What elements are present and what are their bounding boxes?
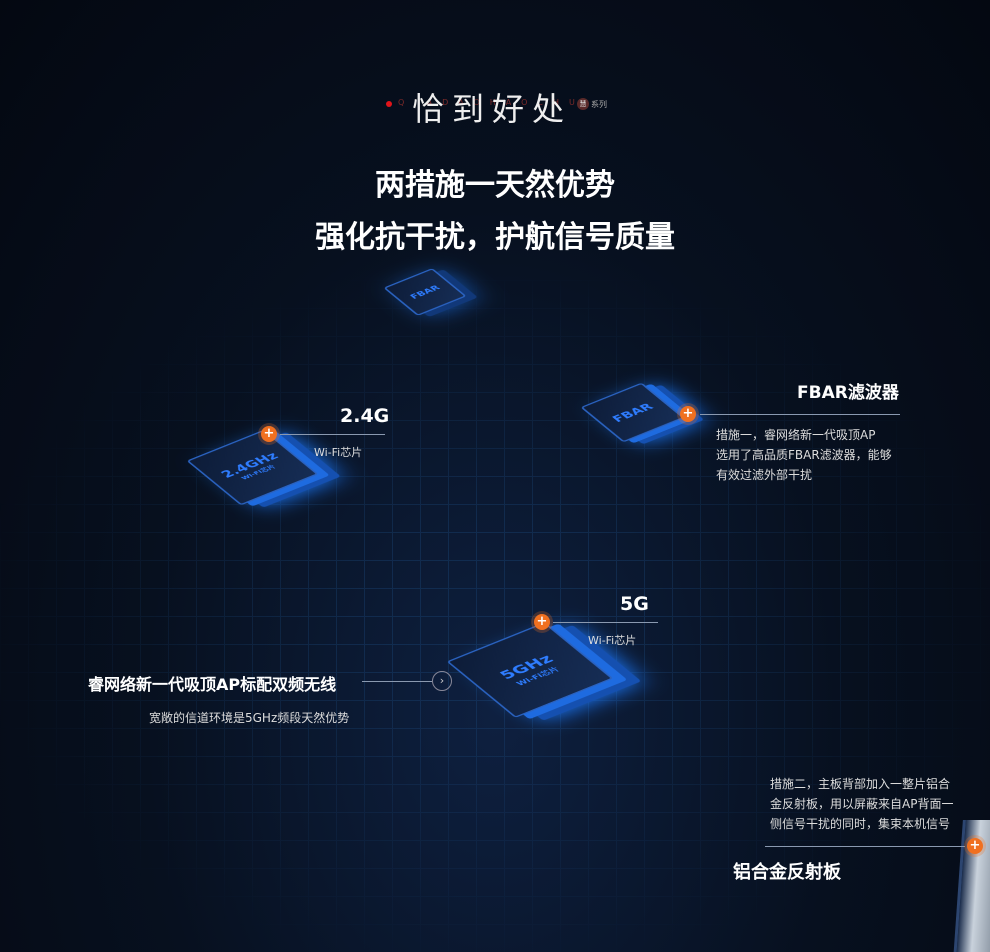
callout-dual-title: 睿网络新一代吸顶AP标配双频无线 — [88, 675, 337, 694]
desc-line: 选用了高品质FBAR滤波器，能够 — [716, 448, 892, 462]
callout-fbar-title: FBAR滤波器 — [797, 383, 899, 403]
plus-icon[interactable]: + — [534, 614, 550, 630]
series-letters: QIADAOHAOCHU — [398, 98, 585, 107]
plus-icon[interactable]: + — [680, 406, 696, 422]
desc-line: 措施一，睿网络新一代吸顶AP — [716, 428, 876, 442]
desc-line: 措施二，主板背部加入一整片铝合 — [770, 777, 951, 791]
callout-fbar-desc: 措施一，睿网络新一代吸顶AP 选用了高品质FBAR滤波器，能够 有效过滤外部干扰 — [716, 425, 892, 485]
series-header: QIADAOHAOCHU 恰到好处 慧 系列 — [380, 84, 620, 128]
callout-24g-sub: Wi-Fi芯片 — [314, 446, 363, 459]
series-badge: 慧 — [577, 98, 589, 110]
headline-line2: 强化抗干扰，护航信号质量 — [315, 220, 675, 255]
circuit-background — [0, 280, 990, 952]
callout-reflector-title: 铝合金反射板 — [733, 862, 841, 883]
desc-line: 有效过滤外部干扰 — [716, 468, 813, 482]
callout-24g-title: 2.4G — [340, 405, 390, 427]
desc-line: 侧信号干扰的同时，集束本机信号 — [770, 817, 951, 831]
plus-icon[interactable]: + — [967, 838, 983, 854]
callout-5g-sub: Wi-Fi芯片 — [588, 634, 637, 647]
series-title: 恰到好处 — [412, 90, 573, 128]
desc-line: 金反射板，用以屏蔽来自AP背面一 — [770, 797, 954, 811]
callout-dual-desc: 宽敞的信道环境是5GHz频段天然优势 — [149, 711, 350, 725]
headline-line1: 两措施一天然优势 — [375, 168, 615, 203]
arrow-right-icon[interactable]: › — [432, 671, 452, 691]
headline: 两措施一天然优势 强化抗干扰，护航信号质量 — [0, 160, 990, 264]
red-dot-icon — [386, 101, 392, 107]
series-sub: 系列 — [591, 100, 607, 109]
plus-icon[interactable]: + — [261, 426, 277, 442]
callout-reflector-desc: 措施二，主板背部加入一整片铝合 金反射板，用以屏蔽来自AP背面一 侧信号干扰的同… — [770, 774, 953, 834]
callout-5g-title: 5G — [620, 593, 649, 615]
